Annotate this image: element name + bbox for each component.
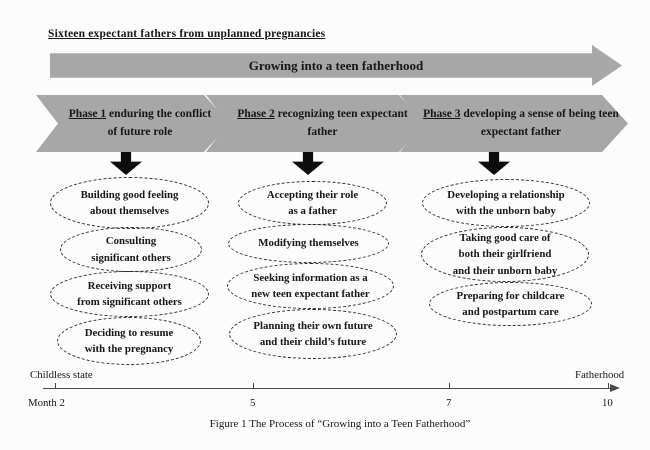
phase-1-category-oval: Deciding to resume with the pregnancy [57,317,201,365]
phase-2-label: Phase 2 [237,107,275,120]
phase-1-title-rest: enduring the conflict of future role [106,107,212,138]
category-text: Preparing for childcare and postpartum c… [456,289,565,318]
figure-caption: Figure 1 The Process of “Growing into a … [209,418,471,430]
phase-3-category-oval: Taking good care of both their girlfrien… [421,227,589,282]
category-text: Developing a relationship with the unbor… [447,188,565,217]
category-text: Seeking information as a new teen expect… [251,271,370,300]
phase-2-category-oval: Seeking information as a new teen expect… [227,263,394,309]
timeline-tick [55,383,56,389]
timeline-axis [43,388,613,389]
category-text: Planning their own future and their chil… [253,319,373,348]
phase-1-chevron: Phase 1 enduring the conflict of future … [36,95,230,152]
phase-1-category-oval: Consulting significant others [60,227,202,272]
category-text: Taking good care of both their girlfrien… [452,232,558,277]
phase-3-label: Phase 3 [423,107,461,120]
phase-2-chevron: Phase 2 recognizing teen expectant fathe… [206,95,425,152]
phase-1-category-oval: Building good feeling about themselves [50,177,209,229]
category-text: Receiving support from significant other… [77,279,182,308]
timeline-tick-label: Month 2 [28,397,65,409]
phase-2-title: Phase 2 recognizing teen expectant fathe… [234,106,412,142]
phase-3-category-oval: Preparing for childcare and postpartum c… [429,282,592,326]
down-arrow-icon [478,152,510,175]
phase-3-title: Phase 3 developing a sense of being teen… [421,106,621,142]
category-text: Accepting their role as a father [266,188,359,217]
phase-2-title-rest: recognizing teen expectant father [274,107,408,138]
phase-2-category-oval: Accepting their role as a father [238,181,387,225]
down-arrow-icon [110,152,142,175]
population-label: Sixteen expectant fathers from unplanned… [48,28,326,40]
phase-2-category-oval: Planning their own future and their chil… [229,309,397,359]
timeline-tick [253,383,254,389]
phase-3-category-oval: Developing a relationship with the unbor… [422,179,590,227]
phase-3-title-rest: developing a sense of being teen expecta… [460,107,619,138]
phase-2-category-oval: Modifying themselves [228,224,389,263]
phase-1-title: Phase 1 enduring the conflict of future … [66,106,214,142]
phase-1-category-oval: Receiving support from significant other… [50,271,209,317]
timeline-tick-label: 5 [250,397,256,409]
phase-3-chevron: Phase 3 developing a sense of being teen… [400,95,628,152]
timeline-tick-label: 7 [446,397,452,409]
timeline-tick [449,383,450,389]
main-process-arrow-label: Growing into a teen fatherhood [248,57,424,73]
category-text: Deciding to resume with the pregnancy [84,326,174,355]
timeline-start-label: Childless state [30,369,93,381]
phase-1-label: Phase 1 [68,107,107,120]
timeline-tick-label: 10 [602,397,613,409]
main-process-arrow: Growing into a teen fatherhood [50,45,622,86]
timeline-arrowhead-icon [610,384,620,392]
timeline-tick [608,383,609,389]
category-text: Modifying themselves [258,237,359,250]
category-text: Consulting significant others [91,235,171,264]
down-arrow-icon [292,152,324,175]
timeline-end-label: Fatherhood [575,369,625,381]
category-text: Building good feeling about themselves [80,188,179,217]
